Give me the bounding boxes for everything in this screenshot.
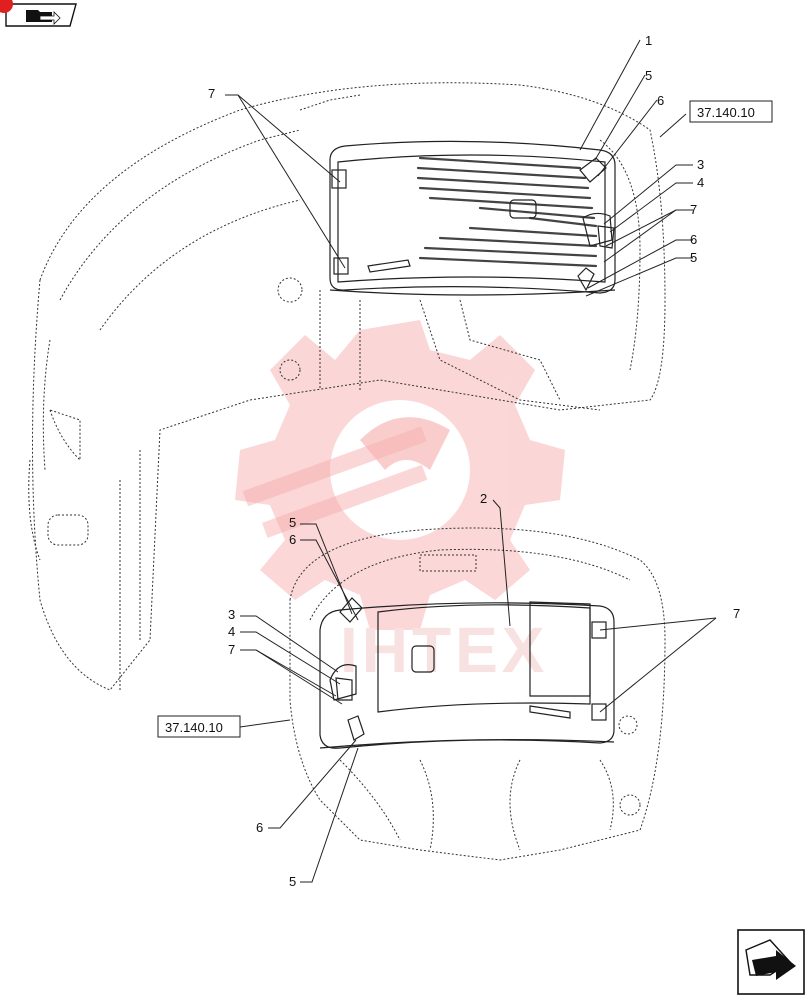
- top-vent-slots: [416, 156, 598, 268]
- callouts-top: 1 5 6 7 3 4 7 6 5: [208, 33, 704, 265]
- next-page-arrow-icon[interactable]: [737, 929, 805, 995]
- callout-7: 7: [733, 606, 740, 621]
- folder-arrow-icon[interactable]: [0, 0, 77, 27]
- bottom-headliner-panel: [319, 601, 615, 749]
- reference-box-bottom[interactable]: 37.140.10: [157, 715, 241, 738]
- top-right-latch: [577, 157, 615, 292]
- callouts-bottom: 2 5 6 3 4 7 7 6 5: [228, 491, 740, 889]
- callout-7: 7: [208, 86, 215, 101]
- reference-box-top[interactable]: 37.140.10: [689, 100, 773, 123]
- callout-2: 2: [480, 491, 487, 506]
- leader-lines: [225, 39, 717, 883]
- callout-4: 4: [228, 624, 235, 639]
- callout-5: 5: [690, 250, 697, 265]
- callout-6: 6: [289, 532, 296, 547]
- callout-6: 6: [256, 820, 263, 835]
- watermark: IHTEX: [235, 320, 565, 686]
- callout-4: 4: [697, 175, 704, 190]
- watermark-text: IHTEX: [340, 614, 548, 686]
- callout-3: 3: [697, 157, 704, 172]
- reference-label-bottom: 37.140.10: [165, 720, 223, 735]
- callout-3: 3: [228, 607, 235, 622]
- reference-label-top: 37.140.10: [697, 105, 755, 120]
- callout-5: 5: [289, 874, 296, 889]
- callout-7: 7: [690, 202, 697, 217]
- watermark-gear-icon: [235, 320, 565, 630]
- bottom-fender-assembly: [289, 527, 666, 861]
- callout-5: 5: [645, 68, 652, 83]
- top-headliner-panel: [329, 140, 616, 296]
- callout-5: 5: [289, 515, 296, 530]
- callout-6: 6: [690, 232, 697, 247]
- callout-7: 7: [228, 642, 235, 657]
- callout-1: 1: [645, 33, 652, 48]
- callout-6: 6: [657, 93, 664, 108]
- top-fender-assembly: [28, 82, 666, 691]
- bottom-right-brackets: [591, 621, 607, 721]
